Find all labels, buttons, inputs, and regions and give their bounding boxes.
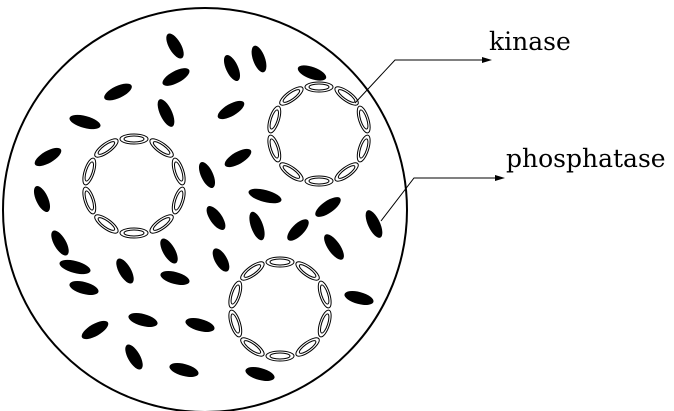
cell-boundary bbox=[3, 8, 407, 411]
kinase-ellipse-outer bbox=[293, 259, 322, 284]
phosphatase-label: phosphatase bbox=[506, 144, 666, 173]
kinase-ellipse-outer bbox=[316, 280, 334, 310]
kinase-ellipse-outer bbox=[147, 136, 176, 161]
phosphatase-ellipse bbox=[32, 144, 64, 169]
kinase-ellipse-outer bbox=[238, 259, 267, 284]
phosphatase-ellipse bbox=[320, 231, 347, 262]
kinase-ellipse-outer bbox=[147, 212, 176, 237]
kinase-label: kinase bbox=[489, 27, 571, 56]
kinase-ellipse-outer bbox=[332, 84, 361, 109]
phosphatase-ellipse bbox=[343, 288, 375, 307]
phosphatase-ellipse bbox=[284, 216, 312, 244]
phosphatase-ellipse bbox=[222, 145, 254, 170]
phosphatase-ellipse bbox=[249, 44, 270, 74]
phosphatase-ellipse bbox=[159, 268, 191, 287]
phosphatase-ellipse bbox=[244, 364, 276, 383]
phosphatase-ellipse bbox=[102, 80, 134, 104]
phosphatase-ellipse bbox=[68, 278, 100, 297]
kinase-ellipse-outer bbox=[293, 335, 322, 360]
phosphatase-ellipse bbox=[157, 236, 181, 266]
kinase-ellipse-outer bbox=[355, 105, 373, 135]
phosphatase-ellipse bbox=[163, 31, 187, 61]
kinase-ellipse-outer bbox=[277, 160, 306, 185]
kinase-ellipse-outer bbox=[355, 134, 373, 164]
phosphatase-ellipse bbox=[113, 256, 137, 286]
kinase-ellipse-outer bbox=[332, 160, 361, 185]
kinase-cluster bbox=[80, 134, 188, 238]
phosphatase-ellipse bbox=[296, 62, 328, 84]
kinase-pointer bbox=[355, 57, 492, 103]
kinase-ellipse-outer bbox=[316, 309, 334, 339]
kinase-ellipse-outer bbox=[80, 157, 98, 187]
kinase-ellipse-outer bbox=[92, 212, 121, 237]
phosphatase-ellipse bbox=[122, 342, 146, 372]
kinase-ellipse-outer bbox=[170, 186, 188, 216]
kinase-ellipse-outer bbox=[265, 134, 283, 164]
phosphatase-ellipse bbox=[209, 246, 232, 275]
kinase-ellipse-outer bbox=[80, 186, 98, 216]
phosphatase-ellipse bbox=[312, 193, 343, 220]
kinase-clusters bbox=[80, 82, 373, 361]
kinase-ellipse-outer bbox=[170, 157, 188, 187]
kinase-ellipse-outer bbox=[277, 84, 306, 109]
phosphatase-ellipse bbox=[160, 65, 192, 90]
phosphatase-ellipse bbox=[68, 112, 102, 132]
phosphatase-ellipse bbox=[196, 160, 219, 190]
phosphatase-ellipse bbox=[168, 360, 200, 379]
kinase-ellipse-outer bbox=[238, 335, 267, 360]
kinase-cluster bbox=[226, 257, 334, 361]
phosphatase-ellipse bbox=[58, 257, 92, 277]
phosphatase-ellipse bbox=[48, 228, 72, 258]
phosphatase-molecules bbox=[31, 31, 386, 384]
phosphatase-ellipse bbox=[215, 97, 247, 122]
kinase-ellipse-outer bbox=[226, 280, 244, 310]
phosphatase-ellipse bbox=[154, 97, 178, 129]
phosphatase-ellipse bbox=[203, 203, 229, 233]
phosphatase-pointer bbox=[381, 175, 505, 221]
phosphatase-ellipse bbox=[221, 53, 244, 83]
phosphatase-ellipse bbox=[184, 315, 216, 334]
phosphatase-ellipse bbox=[247, 186, 283, 206]
phosphatase-ellipse bbox=[246, 210, 268, 242]
phosphatase-ellipse bbox=[127, 310, 159, 329]
kinase-ellipse-outer bbox=[92, 136, 121, 161]
phosphatase-ellipse bbox=[79, 317, 111, 342]
kinase-ellipse-outer bbox=[226, 309, 244, 339]
phosphatase-ellipse bbox=[31, 184, 54, 214]
kinase-ellipse-outer bbox=[265, 105, 283, 135]
phosphatase-ellipse bbox=[362, 208, 386, 240]
kinase-cluster bbox=[265, 82, 373, 186]
